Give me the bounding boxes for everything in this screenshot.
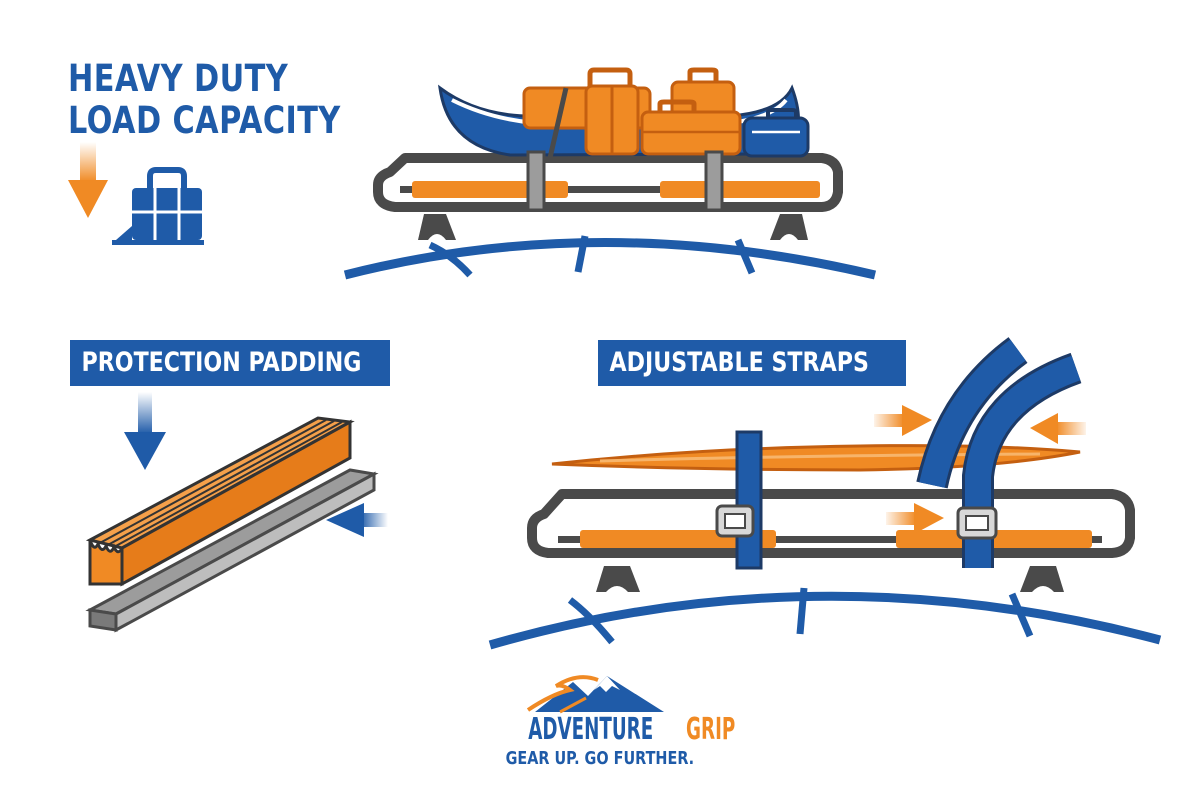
roof-rack-top — [373, 153, 843, 212]
left-arrow-icon — [1030, 413, 1086, 444]
tie-down-straps-top — [526, 87, 724, 212]
rack-feet-bottom — [596, 566, 1064, 592]
load-title-line1: HEAVY DUTY — [68, 57, 289, 100]
brand-name-part1: ADVENTURE — [528, 712, 654, 747]
strap-right — [956, 352, 1082, 568]
base-rail-bar — [85, 468, 379, 633]
luggage-stack — [522, 67, 810, 158]
brand-tagline: GEAR UP. GO FURTHER. — [478, 748, 722, 770]
down-arrow-icon — [68, 142, 108, 218]
down-arrow-icon — [124, 392, 166, 470]
brand-tagline-text: GEAR UP. GO FURTHER. — [505, 748, 695, 769]
protection-padding-label: PROTECTION PADDING — [70, 340, 390, 386]
heavy-duty-load-capacity-title: HEAVY DUTY LOAD CAPACITY — [68, 58, 341, 142]
load-title-line2: LOAD CAPACITY — [68, 99, 341, 142]
adjustable-straps-text: ADJUSTABLE STRAPS — [609, 347, 869, 378]
left-arrow-icon — [326, 503, 388, 537]
brand-name-part2: GRIP — [685, 712, 736, 747]
strap-left — [715, 337, 1028, 570]
car-roof-bottom — [488, 587, 1162, 650]
right-arrow-icon — [874, 405, 932, 436]
brand-name: ADVENTURE GRIP — [478, 712, 735, 748]
right-arrow-icon — [886, 503, 944, 534]
car-roof-top — [343, 235, 877, 280]
mountain-icon — [526, 675, 664, 714]
protection-padding-text: PROTECTION PADDING — [81, 347, 362, 378]
foam-padding — [85, 416, 355, 587]
roof-rack-bottom — [527, 489, 1135, 558]
rack-feet-top — [418, 214, 808, 240]
adjustable-straps-label: ADJUSTABLE STRAPS — [598, 340, 906, 386]
luggage-icon — [112, 167, 204, 245]
